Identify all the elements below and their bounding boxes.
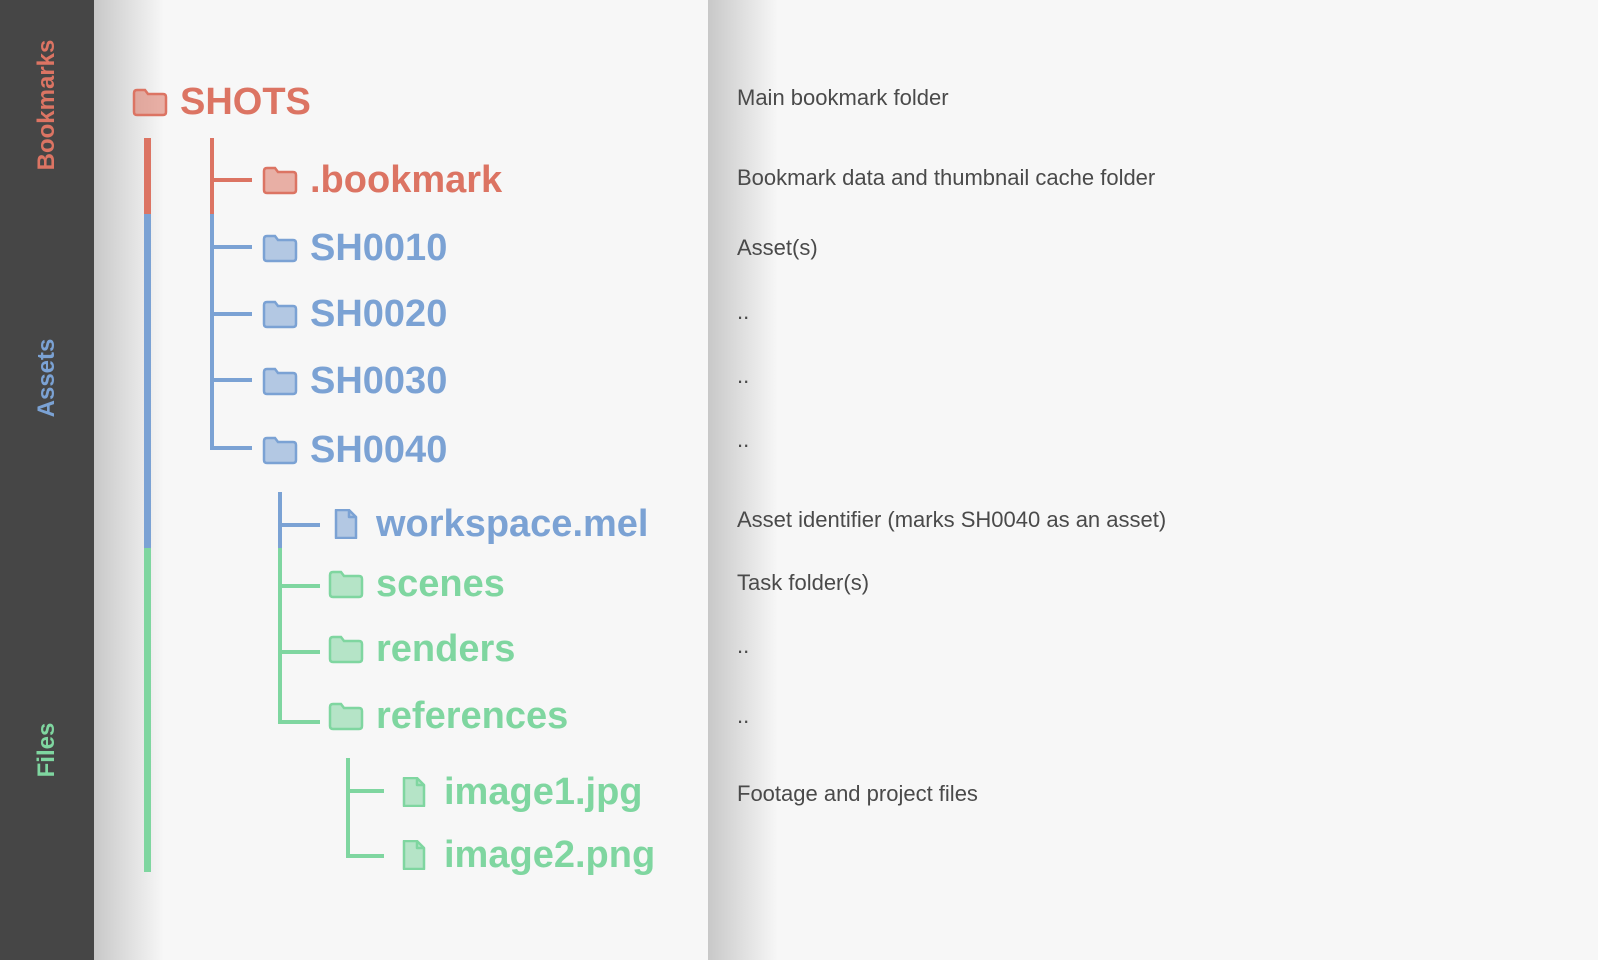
file-icon	[396, 840, 432, 870]
tree-node-label: SH0040	[310, 429, 448, 471]
tree-node[interactable]: image2.png	[396, 833, 655, 877]
panel-shadow	[94, 0, 164, 960]
folder-icon	[262, 165, 298, 195]
file-icon	[396, 777, 432, 807]
tree-connector	[278, 523, 320, 527]
category-bar-bookmark	[144, 138, 151, 214]
tree-node-label: workspace.mel	[376, 503, 649, 545]
description-text: Footage and project files	[737, 781, 978, 806]
tree-connector	[210, 245, 252, 249]
description-text: Task folder(s)	[737, 570, 870, 595]
tree-connector	[210, 378, 252, 382]
tree-connector	[346, 758, 350, 858]
tree-connector	[278, 548, 282, 724]
tree-node[interactable]: scenes	[328, 562, 505, 606]
tree-connector	[278, 584, 320, 588]
description-text: Bookmark data and thumbnail cache folder	[737, 165, 1156, 190]
tree-connector	[210, 138, 214, 214]
tree-node[interactable]: renders	[328, 627, 515, 671]
folder-icon	[328, 701, 364, 731]
tree-node[interactable]: references	[328, 694, 568, 738]
tree-node-label: SH0030	[310, 360, 448, 402]
tree-connector	[278, 492, 282, 548]
tree-node[interactable]: .bookmark	[262, 158, 502, 202]
folder-icon	[328, 569, 364, 599]
tree-node[interactable]: workspace.mel	[328, 502, 648, 546]
tree-node-label: .bookmark	[310, 159, 503, 201]
sidebar: Bookmarks Assets Files	[0, 0, 94, 960]
tree-node[interactable]: SH0030	[262, 359, 447, 403]
category-bar-asset	[144, 214, 151, 548]
tree-node-label: SH0010	[310, 227, 448, 269]
tree-node[interactable]: SH0010	[262, 226, 447, 270]
panel-shadow	[708, 0, 778, 960]
tree-node-label: scenes	[376, 563, 505, 605]
tree-node[interactable]: image1.jpg	[396, 770, 643, 814]
folder-icon	[262, 366, 298, 396]
description-text: ..	[737, 633, 750, 658]
tree-node-label: SHOTS	[180, 81, 311, 123]
tree-connector	[346, 854, 384, 858]
description-text: ..	[737, 299, 750, 324]
tree-connector	[278, 720, 320, 724]
description-text: ..	[737, 703, 750, 728]
category-bar-file	[144, 548, 151, 872]
folder-icon	[262, 299, 298, 329]
tree-connector	[210, 178, 252, 182]
folder-icon	[262, 233, 298, 263]
tree-node-root[interactable]: SHOTS	[132, 80, 311, 124]
tree-node-label: image1.jpg	[444, 771, 643, 813]
tree-connector	[210, 312, 252, 316]
description-text: ..	[737, 363, 750, 388]
tree-connector	[210, 214, 214, 450]
tree-node[interactable]: SH0040	[262, 428, 447, 472]
description-text: Main bookmark folder	[737, 85, 949, 110]
tree-connector	[278, 650, 320, 654]
tree-connector	[346, 789, 384, 793]
file-icon	[328, 509, 364, 539]
folder-icon	[262, 435, 298, 465]
tree-node-label: renders	[376, 628, 516, 670]
description-text: Asset(s)	[737, 235, 818, 260]
tree-connector	[210, 446, 252, 450]
folder-icon	[328, 634, 364, 664]
folder-icon	[132, 87, 168, 117]
tree-node-label: image2.png	[444, 834, 656, 876]
tree-node-label: references	[376, 695, 569, 737]
tree-node[interactable]: SH0020	[262, 292, 447, 336]
tree-node-label: SH0020	[310, 293, 448, 335]
description-text: Asset identifier (marks SH0040 as an ass…	[737, 507, 1167, 532]
description-text: ..	[737, 427, 750, 452]
